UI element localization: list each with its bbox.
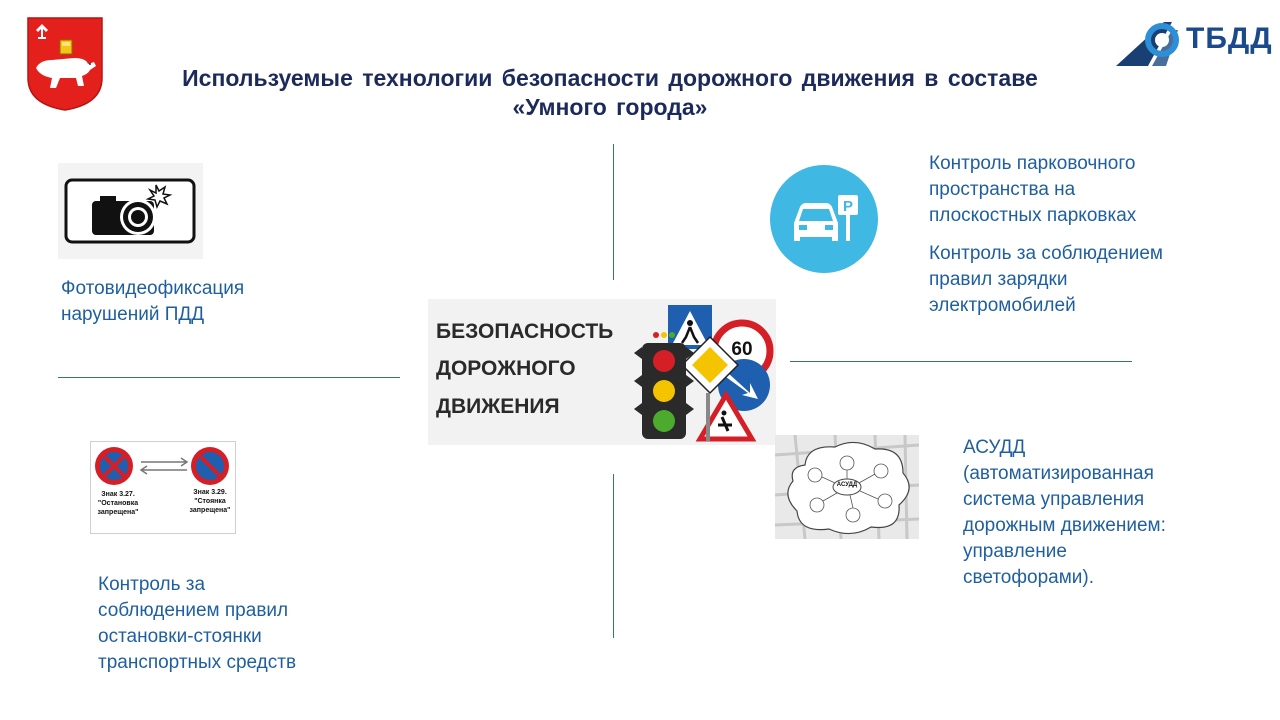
parking-control-text: Контроль парковочного пространства на пл… [929,151,1259,229]
sign-caption-line: запрещена" [97,509,139,516]
sign-caption-line: запрещена" [189,507,231,514]
sign-3-29-label: Знак 3.29. "Стоянка запрещена" [185,488,235,515]
parking-text-line: плоскостных парковках [929,205,1137,226]
asudd-diagram-image: АСУДД [775,435,919,539]
asudd-text-line: управление [963,541,1067,562]
asudd-text-line: светофорами). [963,567,1094,588]
parking-sign-letter: P [843,198,853,215]
parking-text-line: Контроль парковочного [929,153,1136,174]
stopping-text-line: соблюдением правил [98,600,289,621]
stopping-control-text: Контроль за соблюдением правил остановки… [98,572,418,676]
logo-text: ТБДД [1186,22,1273,55]
road-safety-text-3: ДВИЖЕНИЯ [436,395,560,418]
photo-fixation-text: Фотовидеофиксация нарушений ПДД [61,276,361,328]
asudd-diagram-center-label: АСУДД [836,482,858,488]
asudd-text-line: система управления [963,489,1145,510]
charging-text-line: правил зарядки [929,269,1068,290]
stopping-text-line: транспортных средств [98,652,297,673]
asudd-text: АСУДД (автоматизированная система управл… [963,435,1263,591]
charging-text-line: электромобилей [929,295,1076,316]
perm-coat-of-arms [26,16,104,112]
road-safety-text-1: БЕЗОПАСНОСТЬ [436,320,614,343]
photo-text-line: нарушений ПДД [61,304,205,325]
tbdd-logo: ТБДД [1112,10,1272,70]
camera-sign-image [58,163,203,259]
sign-caption-line: Знак 3.29. [193,489,227,496]
photo-text-line: Фотовидеофиксация [61,278,245,299]
no-stopping-signs-image: Знак 3.27. "Остановка запрещена" Знак 3.… [90,441,236,534]
charging-text-line: Контроль за соблюдением [929,243,1163,264]
page-title: Используемые технологии безопасности дор… [100,64,1120,122]
asudd-text-line: (автоматизированная [963,463,1154,484]
asudd-text-line: дорожным движением: [963,515,1166,536]
title-line-1: Используемые технологии безопасности дор… [182,65,1038,91]
sign-caption-line: "Стоянка [194,498,226,505]
stopping-text-line: Контроль за [98,574,206,595]
asudd-text-line: АСУДД [963,437,1026,458]
road-safety-image: БЕЗОПАСНОСТЬ ДОРОЖНОГО ДВИЖЕНИЯ 60 [428,299,776,445]
divider-left-horizontal [58,377,400,378]
title-line-2: «Умного города» [512,94,708,120]
road-safety-text-2: ДОРОЖНОГО [436,357,576,380]
divider-top-vertical [613,144,614,280]
sign-caption-line: "Остановка [97,500,139,507]
charging-control-text: Контроль за соблюдением правил зарядки э… [929,241,1259,319]
parking-icon: P [770,165,878,273]
parking-text-line: пространства на [929,179,1076,200]
stopping-text-line: остановки-стоянки [98,626,262,647]
sign-3-27-label: Знак 3.27. "Остановка запрещена" [93,490,143,517]
sign-caption-line: Знак 3.27. [101,491,135,498]
speed-limit-value: 60 [731,339,753,360]
divider-bottom-vertical [613,474,614,638]
divider-right-horizontal [790,361,1132,362]
